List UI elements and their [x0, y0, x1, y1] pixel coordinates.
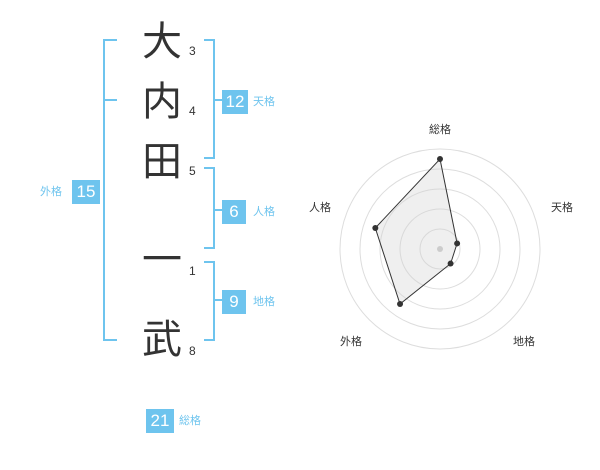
name-char-1: 大: [142, 19, 182, 65]
chikaku-bracket: [204, 261, 215, 341]
radar-label-jinkaku: 人格: [309, 201, 331, 214]
gaikaku-value: 15: [72, 180, 100, 204]
gaikaku-label: 外格: [40, 185, 62, 198]
radar-point-1: [437, 156, 443, 162]
jinkaku-bracket: [204, 167, 215, 249]
radar-ring-4: [359, 168, 521, 330]
jinkaku-label: 人格: [253, 205, 275, 218]
chikaku-value: 9: [222, 290, 246, 314]
radar-point-2: [454, 240, 461, 247]
radar-center-point: [437, 246, 443, 252]
name-char-3: 田: [142, 139, 182, 185]
name-char-2: 内: [142, 79, 182, 125]
radar-ring-2: [399, 208, 481, 290]
radar-ring-5: [339, 148, 541, 350]
jinkaku-value: 6: [222, 200, 246, 224]
radar-label-gaikaku: 外格: [340, 335, 362, 348]
name-char-5: 武: [142, 317, 182, 363]
radar-ring-3: [379, 188, 501, 310]
radar-point-3: [447, 260, 454, 267]
gaikaku-bracket: [103, 39, 117, 341]
soukaku-value: 21: [146, 409, 174, 433]
stroke-count-3: 5: [189, 164, 196, 178]
radar-point-4: [397, 301, 404, 308]
stroke-count-2: 4: [189, 104, 196, 118]
chikaku-label: 地格: [253, 295, 275, 308]
radar-point-5: [372, 224, 379, 231]
tenkaku-bracket: [204, 39, 215, 159]
soukaku-label: 総格: [179, 414, 201, 427]
radar-chart: [339, 148, 541, 350]
stroke-count-4: 1: [189, 264, 196, 278]
tenkaku-value: 12: [222, 90, 248, 114]
name-char-4: 一: [142, 237, 182, 283]
stroke-count-5: 8: [189, 344, 196, 358]
radar-label-chikaku: 地格: [513, 335, 535, 348]
stroke-count-1: 3: [189, 44, 196, 58]
radar-polygon: [374, 157, 458, 305]
radar-ring-1: [419, 228, 461, 270]
radar-label-soukaku: 総格: [429, 123, 451, 136]
tenkaku-label: 天格: [253, 95, 275, 108]
radar-label-tenkaku: 天格: [551, 201, 573, 214]
